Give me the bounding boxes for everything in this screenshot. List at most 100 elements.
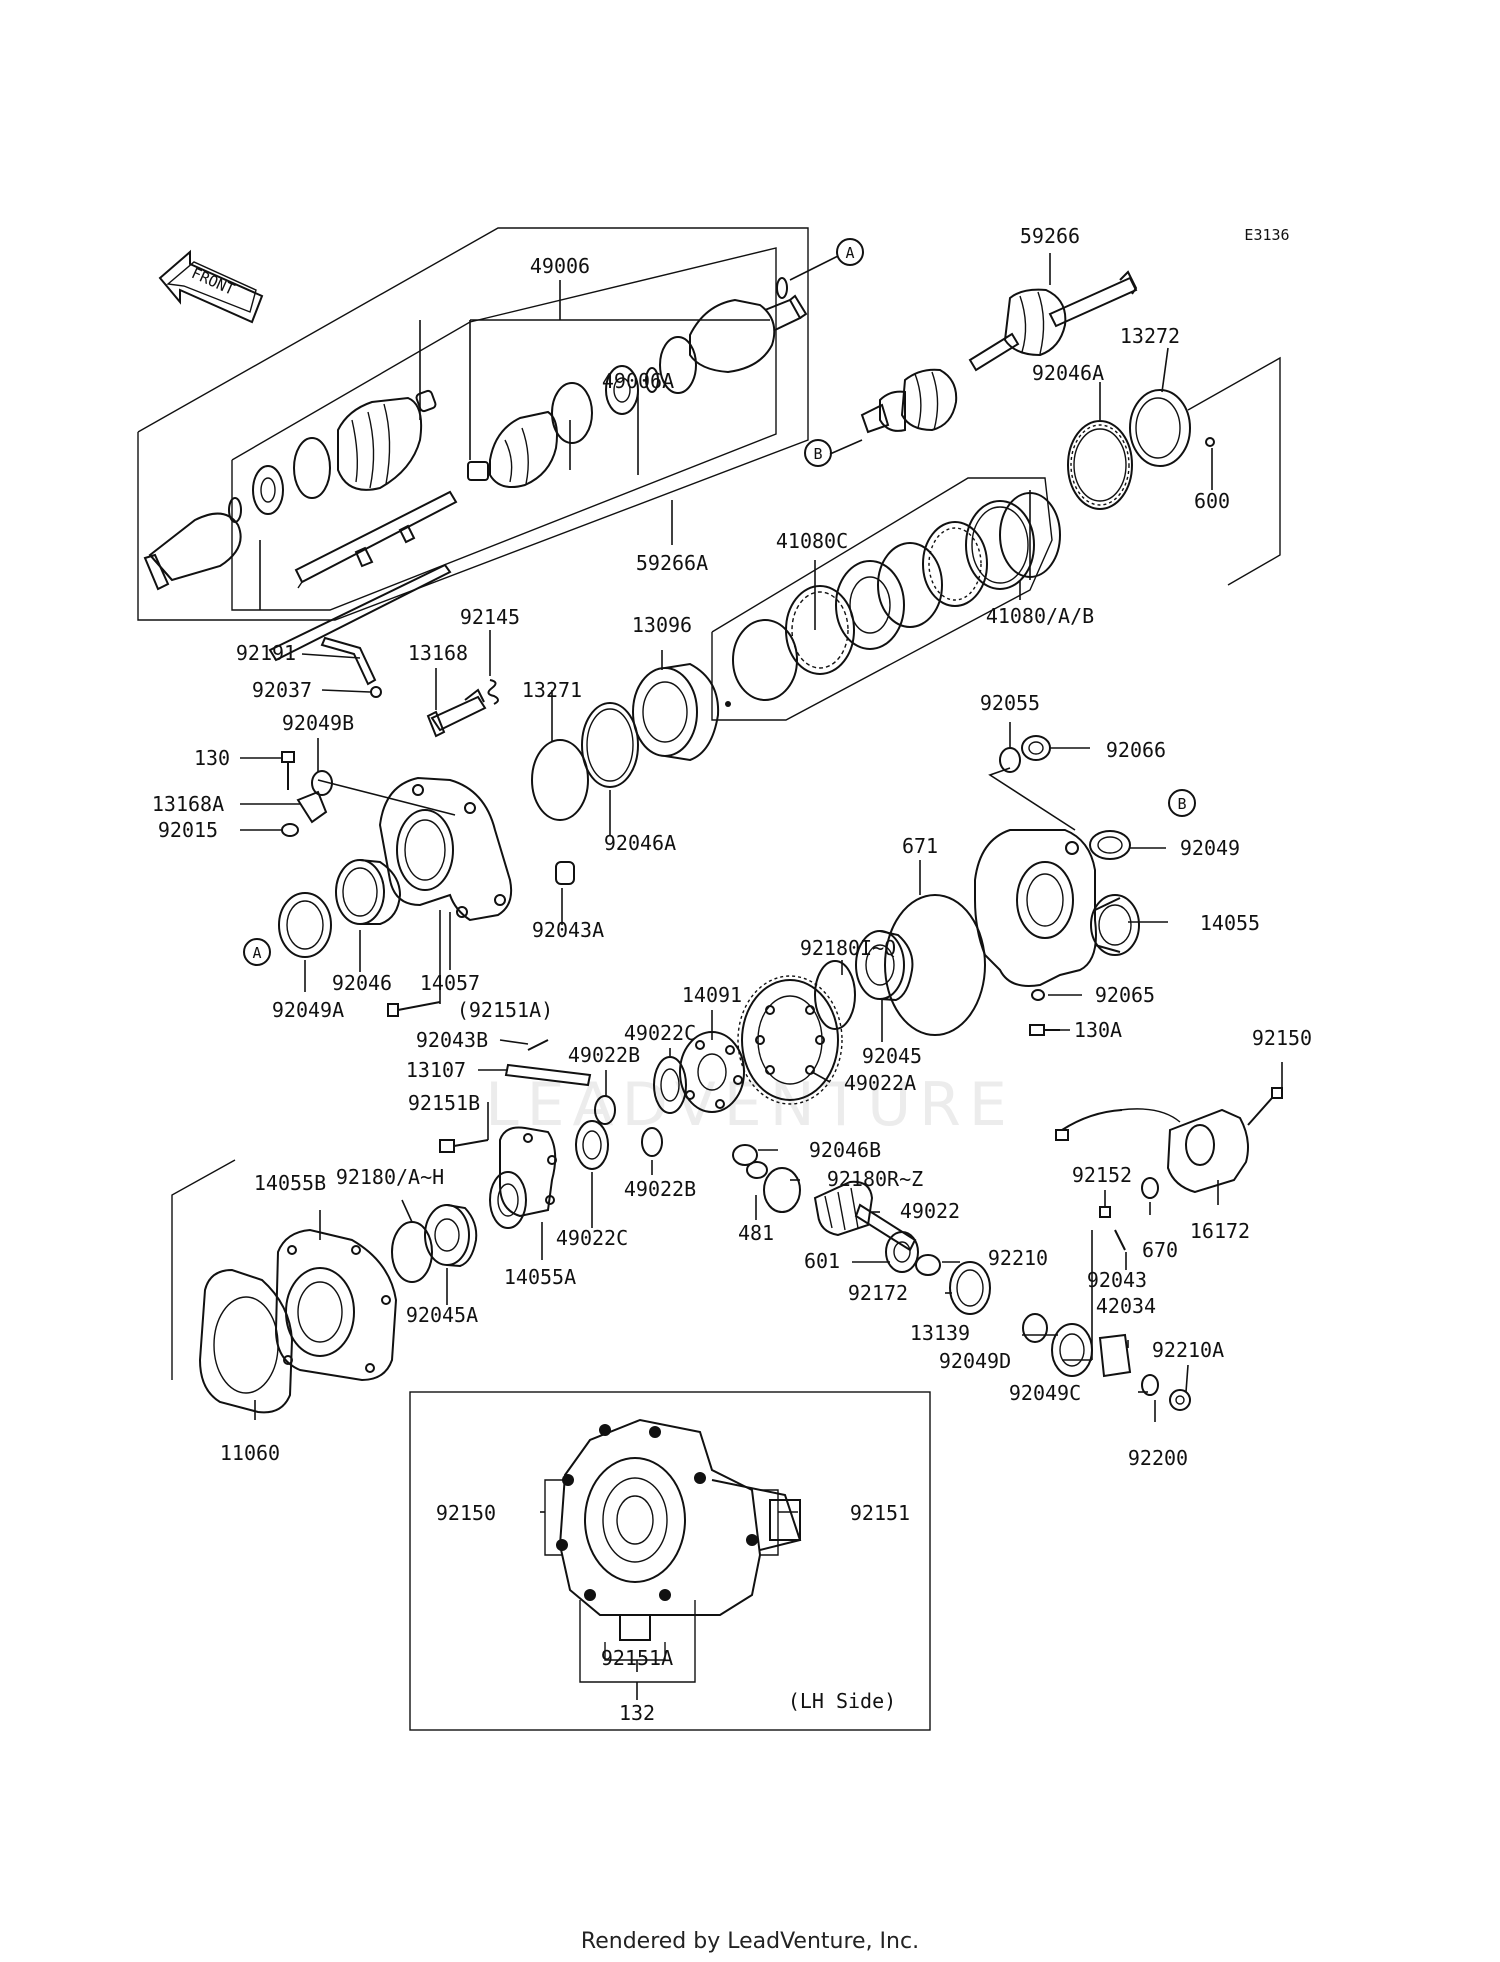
drive-shaft-right	[860, 270, 1138, 434]
svg-text:A: A	[845, 244, 854, 262]
housing-14057	[378, 776, 513, 922]
label-41080C: 41080C	[776, 529, 848, 553]
lever-13168A	[296, 790, 328, 824]
shim-92180AH	[391, 1221, 433, 1283]
bearing-92045	[855, 930, 914, 1002]
diagram-code: E3136	[1244, 226, 1289, 244]
gear-49022B-bottom	[641, 1127, 663, 1157]
label-92180AH: 92180/A~H	[336, 1165, 444, 1189]
bearing-92066	[1021, 735, 1051, 761]
label-13096: 13096	[632, 613, 692, 637]
label-671: 671	[902, 834, 938, 858]
ring-gear-49022A	[737, 975, 843, 1105]
label-92046B: 92046B	[809, 1138, 881, 1162]
label-13272: 13272	[1120, 324, 1180, 348]
label-92055: 92055	[980, 691, 1040, 715]
label-14055A: 14055A	[504, 1265, 576, 1289]
footer-credit: Rendered by LeadVenture, Inc.	[581, 1929, 919, 1954]
label-92151A-paren: (92151A)	[457, 998, 553, 1022]
seal-92049	[1089, 830, 1131, 860]
label-92150-right: 92150	[1252, 1026, 1312, 1050]
label-16172: 16172	[1190, 1219, 1250, 1243]
label-92043: 92043	[1087, 1268, 1147, 1292]
inset-caption: (LH Side)	[788, 1689, 896, 1713]
label-92210: 92210	[988, 1246, 1048, 1270]
label-13271: 13271	[522, 678, 582, 702]
ref-marker-b2: B	[1168, 789, 1196, 817]
label-49022C-bot: 49022C	[556, 1226, 628, 1250]
label-13168A: 13168A	[152, 792, 224, 816]
label-92049B: 92049B	[282, 711, 354, 735]
label-601: 601	[804, 1249, 840, 1273]
label-92043B: 92043B	[416, 1028, 488, 1052]
label-49022A: 49022A	[844, 1071, 916, 1095]
label-59266: 59266	[1020, 224, 1080, 248]
hub-14055A	[489, 1126, 557, 1229]
label-92200: 92200	[1128, 1446, 1188, 1470]
pin-92043	[1114, 1229, 1126, 1251]
nut-92015	[281, 823, 299, 837]
label-92046A-mid: 92046A	[604, 831, 676, 855]
front-label: FRONT	[189, 264, 238, 299]
label-92151-inset: 92151	[850, 1501, 910, 1525]
gear-49022C-bottom	[575, 1120, 609, 1170]
label-59266A: 59266A	[636, 551, 708, 575]
bolt-92151A	[387, 1001, 441, 1017]
label-41080AB: 41080/A/B	[986, 604, 1094, 628]
clip-92152	[1099, 1206, 1111, 1218]
pin-92191	[320, 636, 377, 686]
label-481: 481	[738, 1221, 774, 1245]
label-92172: 92172	[848, 1281, 908, 1305]
bolt-130	[281, 751, 295, 790]
seal-92049A	[278, 892, 332, 958]
cover-14055B	[274, 1228, 398, 1382]
label-92049A: 92049A	[272, 998, 344, 1022]
label-92191: 92191	[236, 641, 296, 665]
label-13107: 13107	[406, 1058, 466, 1082]
washer-13271	[531, 739, 589, 821]
washer-92065	[1031, 989, 1045, 1001]
label-92152: 92152	[1072, 1163, 1132, 1187]
label-92045A: 92045A	[406, 1303, 478, 1327]
clutch-plates	[725, 492, 1061, 707]
pin-92043A	[555, 861, 575, 885]
bolt-92150-right	[1247, 1087, 1283, 1126]
o-ring-671	[884, 894, 986, 1036]
leader-lines	[240, 253, 1283, 1700]
bearing-92045A	[424, 1204, 478, 1268]
label-49022: 49022	[900, 1199, 960, 1223]
label-14057: 14057	[420, 971, 480, 995]
label-49022B-bot: 49022B	[624, 1177, 696, 1201]
pinion-group	[732, 1144, 991, 1315]
actuator-16172	[1055, 1108, 1249, 1194]
label-92066: 92066	[1106, 738, 1166, 762]
label-49022B-top: 49022B	[568, 1043, 640, 1067]
gear-49022C-top	[653, 1056, 687, 1114]
label-92145: 92145	[460, 605, 520, 629]
clutch-plates-frame	[711, 477, 1053, 721]
ref-marker-a1: A	[836, 238, 864, 266]
label-600: 600	[1194, 489, 1230, 513]
label-92043A: 92043A	[532, 918, 604, 942]
label-92180RZ: 92180R~Z	[827, 1167, 923, 1191]
label-92151B: 92151B	[408, 1091, 480, 1115]
label-49006A: 49006A	[602, 369, 674, 393]
ref-marker-b1: B	[804, 439, 832, 467]
label-92210A: 92210A	[1152, 1338, 1224, 1362]
drive-shaft-assembly	[143, 277, 808, 662]
label-92049D: 92049D	[939, 1349, 1011, 1373]
bracket-11060	[171, 1159, 236, 1380]
label-92180IQ: 92180I~Q	[800, 936, 896, 960]
label-132: 132	[619, 1701, 655, 1725]
gasket-11060	[198, 1268, 294, 1414]
shift-shaft-13168	[426, 688, 487, 738]
o-ring-670	[1141, 1177, 1159, 1199]
spring-92145	[487, 679, 499, 705]
bracket-right-top	[1187, 356, 1281, 586]
label-92045: 92045	[862, 1044, 922, 1068]
shaft-13107	[504, 1063, 592, 1087]
needle-bearing-top	[1067, 420, 1133, 510]
label-92037: 92037	[252, 678, 312, 702]
gear-case-14055	[974, 829, 1140, 987]
